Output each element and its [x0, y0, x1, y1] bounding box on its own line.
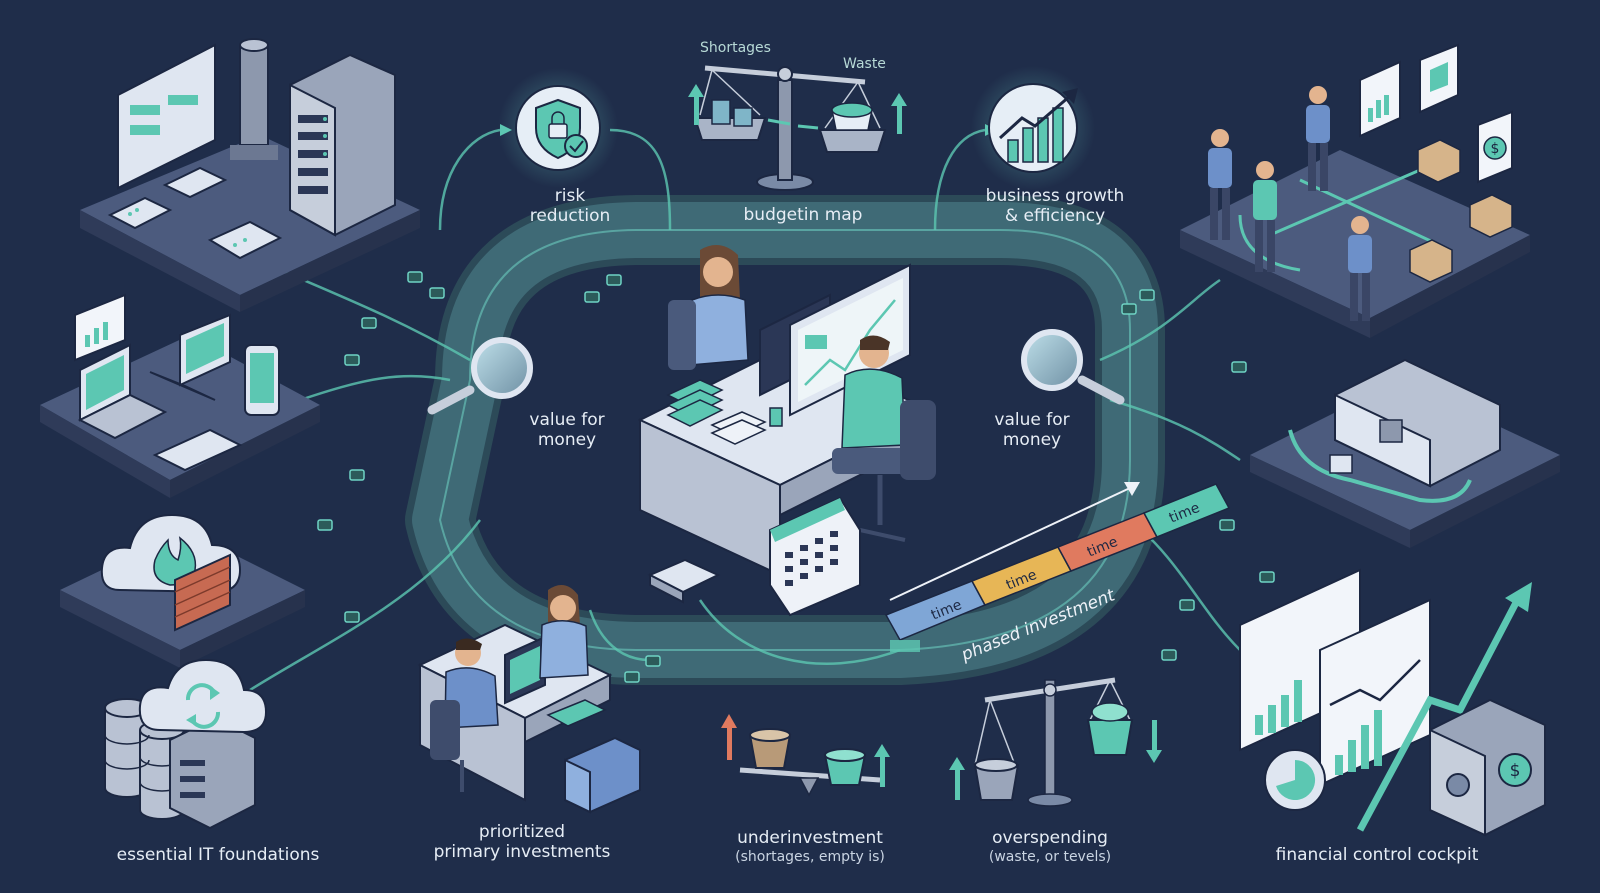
cloud-sync-icon [138, 658, 268, 734]
magnifier-icon [427, 337, 533, 415]
overspending-label: overspending (waste, or tevels) [975, 828, 1125, 866]
value-right-line-2: money [1002, 430, 1062, 450]
laptop-icon [77, 343, 168, 440]
underinvestment-detail: (shortages, empty is) [735, 849, 885, 865]
shortages-label: Shortages [700, 40, 771, 56]
person [1348, 216, 1372, 321]
calendar-icon [769, 496, 861, 617]
box-icon [1409, 139, 1513, 283]
essential-it-label: essential IT foundations [116, 845, 320, 865]
central-workstation [637, 245, 936, 617]
value-for-money-right-label: value for money [980, 410, 1084, 450]
firewall-icon [174, 553, 231, 632]
safe-icon: $ [1429, 698, 1546, 837]
business-growth-line-1: business growth [985, 186, 1125, 206]
server-rack-icon [289, 53, 396, 237]
security-platform [60, 513, 305, 668]
server-platform [80, 38, 420, 312]
phone-icon [244, 344, 280, 416]
value-right-line-1: value for [994, 410, 1070, 430]
magnifier-icon [1021, 329, 1125, 405]
overspending-detail: (waste, or tevels) [988, 849, 1112, 865]
underinvestment-scale [721, 714, 890, 797]
automation-platform [1250, 358, 1560, 548]
risk-reduction-label: risk reduction [518, 186, 622, 226]
person [1306, 86, 1330, 191]
value-for-money-left-label: value for money [515, 410, 619, 450]
growth-chart-icon [971, 66, 1095, 190]
underinvestment-label: underinvestment (shortages, empty is) [715, 828, 905, 866]
person [539, 585, 589, 679]
underinvestment-title: underinvestment [737, 828, 883, 848]
budget-map-label: budgetin map [743, 205, 863, 225]
person [832, 335, 936, 542]
business-growth-line-2: & efficiency [1004, 206, 1106, 226]
value-left-line-2: money [537, 430, 597, 450]
prioritized-investments-label: prioritized primary investments [415, 822, 629, 862]
business-growth-label: business growth & efficiency [965, 186, 1145, 226]
logistics-platform: $ [1180, 43, 1530, 338]
database-group [104, 658, 268, 830]
person [1253, 161, 1277, 272]
dollar-icon: $ [1477, 110, 1513, 184]
person [1208, 129, 1232, 240]
waste-label: Waste [843, 56, 886, 72]
risk-reduction-line-1: risk [554, 186, 586, 206]
dev-workstation [417, 585, 641, 814]
dashboard-group: $ [1239, 568, 1546, 837]
financial-control-label: financial control cockpit [1275, 845, 1479, 865]
shield-lock-icon [498, 68, 618, 188]
cable-chips [317, 271, 1275, 683]
value-left-line-1: value for [529, 410, 605, 430]
svg-text:$: $ [1510, 761, 1521, 781]
risk-reduction-line-2: reduction [529, 206, 611, 226]
devices-platform [40, 293, 320, 498]
balance-scale-icon [688, 65, 907, 191]
overspending-title: overspending [992, 828, 1108, 848]
laptop-icon [149, 313, 231, 401]
prioritized-line-2: primary investments [433, 842, 611, 862]
person [668, 245, 749, 370]
balance-scale-icon [949, 677, 1162, 807]
svg-text:$: $ [1491, 141, 1500, 157]
person [430, 638, 499, 792]
prioritized-line-1: prioritized [478, 822, 566, 842]
